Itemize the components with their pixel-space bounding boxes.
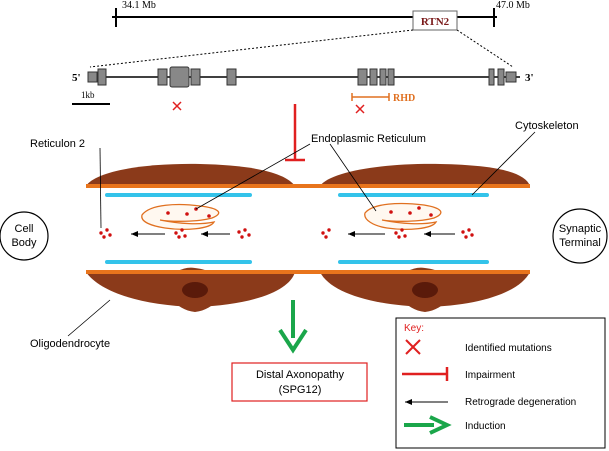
outcome-line1: Distal Axonopathy — [256, 369, 345, 381]
gene-structure: 5' 3' 1kb — [72, 66, 534, 162]
impairment-t-icon — [285, 104, 305, 162]
rhd-label: RHD — [393, 93, 415, 104]
legend-title: Key: — [404, 323, 424, 334]
legend-item-label: Induction — [465, 421, 506, 432]
rtn2-locus-label: RTN2 — [421, 16, 450, 28]
outcome-line2: (SPG12) — [279, 384, 322, 396]
chrom-right-coord: 47.0 Mb — [496, 0, 530, 11]
legend-item-label: Retrograde degeneration — [465, 397, 576, 408]
cell-body-label-line1: Cell — [15, 223, 34, 235]
cell-body-node: Cell Body — [0, 211, 49, 261]
reticulon-2-clusters — [99, 228, 474, 239]
oligodendrocyte-cell-body — [155, 267, 468, 312]
callout-lines — [67, 131, 536, 337]
synaptic-label-line2: Terminal — [559, 237, 601, 249]
endoplasmic-reticulum-label: Endoplasmic Reticulum — [311, 133, 426, 145]
rtn2-locus-box — [412, 10, 458, 31]
legend-item-label: Impairment — [465, 370, 515, 381]
red-t-bar-icon — [402, 367, 449, 381]
synaptic-label-line1: Synaptic — [559, 223, 602, 235]
oligodendrocyte-nucleus — [182, 282, 208, 298]
mutation-x-icon — [355, 104, 365, 114]
cell-body-label-line2: Body — [11, 237, 37, 249]
oligodendrocyte-label: Oligodendrocyte — [30, 338, 110, 350]
synaptic-terminal-node: Synaptic Terminal — [552, 208, 608, 264]
scale-bar-label: 1kb — [81, 90, 95, 100]
chrom-left-coord: 34.1 Mb — [122, 0, 156, 11]
chromosome: 34.1 Mb 47.0 Mb RTN2 — [89, 0, 530, 68]
five-prime-label: 5' — [72, 72, 81, 84]
oligodendrocyte-nucleus — [412, 282, 438, 298]
induction-arrow-icon — [278, 300, 308, 354]
legend-box: Key: Identified mutations Impairment Ret… — [395, 317, 606, 449]
cytoskeleton-label: Cytoskeleton — [515, 120, 579, 132]
three-prime-label: 3' — [525, 72, 534, 84]
exons — [87, 66, 517, 88]
reticulon-2-label: Reticulon 2 — [30, 138, 85, 150]
mutation-x-icon — [172, 101, 182, 111]
endoplasmic-reticulum — [141, 202, 442, 230]
rhd-bracket — [351, 93, 390, 101]
cytoskeleton-filaments — [105, 193, 489, 264]
legend-item-label: Identified mutations — [465, 343, 552, 354]
red-x-icon — [405, 339, 421, 355]
green-arrow-icon — [404, 415, 452, 435]
outcome-box — [231, 362, 368, 402]
axon-membranes — [86, 184, 530, 274]
